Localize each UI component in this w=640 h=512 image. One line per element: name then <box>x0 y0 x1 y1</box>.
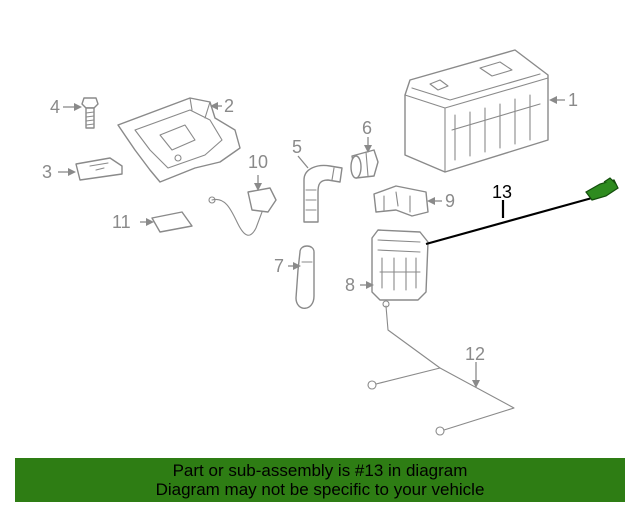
callout-3: 3 <box>42 162 52 182</box>
callout-1: 1 <box>568 90 578 110</box>
callout-9: 9 <box>445 191 455 211</box>
callout-13: 13 <box>492 182 512 202</box>
callout-8: 8 <box>345 275 355 295</box>
wiring-harness-part-12[interactable] <box>367 305 515 436</box>
callout-12: 12 <box>465 344 485 364</box>
sensor-part-10[interactable] <box>208 187 277 236</box>
plug-part-6[interactable] <box>350 149 379 179</box>
vent-hose-part-7[interactable] <box>295 245 315 309</box>
vent-elbow-part-5[interactable] <box>303 164 343 223</box>
cover-part-9[interactable] <box>373 185 429 217</box>
small-cover-part-11[interactable] <box>151 211 193 233</box>
callout-7: 7 <box>274 256 284 276</box>
callout-6: 6 <box>362 118 372 138</box>
battery-tray-part-2[interactable] <box>117 97 241 183</box>
callout-5: 5 <box>292 137 302 157</box>
bracket-part-3[interactable] <box>75 157 123 181</box>
part-info-banner: Part or sub-assembly is #13 in diagram D… <box>15 458 625 502</box>
callout-11: 11 <box>112 212 131 232</box>
banner-line-2: Diagram may not be specific to your vehi… <box>155 480 485 499</box>
bolt-part-4[interactable] <box>81 97 99 129</box>
callout-10: 10 <box>248 152 268 172</box>
battery-cable-part-13[interactable] <box>425 177 619 246</box>
callout-4: 4 <box>50 97 60 117</box>
parts-diagram: 1 2 3 4 5 6 <box>42 49 619 436</box>
battery-part-1[interactable] <box>404 49 549 173</box>
callout-2: 2 <box>224 96 234 116</box>
banner-line-1: Part or sub-assembly is #13 in diagram <box>172 461 468 480</box>
fuse-box-part-8[interactable] <box>371 229 429 308</box>
